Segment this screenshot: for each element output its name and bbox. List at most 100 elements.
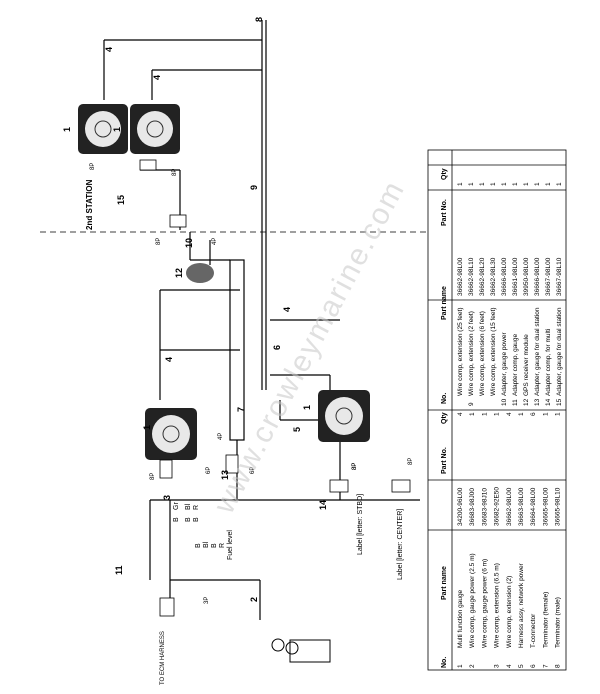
- callout-number: 1: [112, 127, 122, 132]
- table-cell-name: Wire comp, extension (6.5 m): [494, 563, 501, 648]
- connector-pin-label: 8P: [352, 463, 358, 470]
- table-cell-part: 36683-98J10: [481, 488, 488, 526]
- callout-number: 15: [116, 195, 126, 205]
- table-cell-part: 36666-98L00: [534, 257, 541, 296]
- callout-number: 2: [249, 597, 259, 602]
- callout-number: 10: [184, 238, 194, 248]
- callout-number: 13: [220, 470, 230, 480]
- table-cell-qty: 1: [469, 412, 476, 416]
- callout-number: 4: [282, 307, 292, 312]
- table-cell-no: 11: [512, 399, 519, 406]
- connector-pin-label: 4P: [218, 433, 224, 440]
- wire-color-label: B: [211, 543, 218, 548]
- callout-number: 7: [236, 407, 246, 412]
- connector-pin-label: 3P: [204, 597, 210, 604]
- table-cell-no: 1: [457, 664, 464, 668]
- table-cell-part: 36665-98L00: [542, 487, 549, 526]
- wire-color-label: B: [173, 517, 180, 522]
- gauge-main-right: [318, 390, 370, 442]
- table-cell-qty: 1: [542, 412, 549, 416]
- table-cell-no: 14: [545, 398, 552, 406]
- table-cell-name: Wire comp, extension (2): [506, 576, 513, 648]
- table-cell-name: Multi function gauge: [457, 589, 464, 648]
- table-header-part: Part No.: [441, 199, 448, 226]
- table-cell-qty: 1: [481, 412, 488, 416]
- table-cell-no: 12: [523, 398, 530, 406]
- wire-color-label: B: [185, 517, 192, 522]
- fuel-level-label: Fuel level: [227, 530, 234, 560]
- table-cell-name: Terminator (male): [555, 597, 562, 648]
- table-cell-part: 36661-98L00: [512, 257, 519, 296]
- table-cell-qty: 1: [523, 182, 530, 186]
- table-cell-name: Adapter, gauge power: [501, 332, 508, 396]
- table-header-part: Part No.: [441, 447, 448, 474]
- table-cell-name: T-connector: [530, 613, 537, 648]
- connector-pin-label: 8P: [172, 169, 178, 176]
- parts-table: [427, 149, 567, 671]
- table-cell-no: 13: [534, 398, 541, 406]
- callout-number: 5: [292, 427, 302, 432]
- table-cell-qty: 1: [468, 182, 475, 186]
- table-cell-part: 36662-98L30: [490, 257, 497, 296]
- table-cell-qty: 1: [494, 412, 501, 416]
- label-center: Label [letter: CENTER]: [397, 509, 404, 580]
- callout-number: 1: [62, 127, 72, 132]
- table-cell-part: 36666-98L00: [501, 257, 508, 296]
- callout-number: 14: [318, 500, 328, 510]
- harness-label: TO ECM HARNESS: [160, 631, 166, 685]
- table-cell-no: 10: [501, 398, 508, 406]
- table-cell-part: 36667-98L00: [545, 257, 552, 296]
- connector-pin-label: 8P: [408, 458, 414, 465]
- table-cell-part: 36662-98L00: [506, 487, 513, 526]
- table-cell-qty: 1: [518, 412, 525, 416]
- callout-number: 4: [104, 47, 114, 52]
- table-cell-qty: 1: [457, 182, 464, 186]
- table-cell-name: Wire comp, gauge power (6 m): [481, 559, 488, 648]
- table-cell-no: 9: [468, 402, 475, 406]
- gauge-main-left: [145, 408, 197, 460]
- table-cell-part: 36683-98J00: [469, 488, 476, 526]
- table-header-qty: Qty: [441, 168, 448, 180]
- connector-pin-label: 4P: [212, 238, 218, 245]
- callout-number: 1: [142, 425, 152, 430]
- table-cell-qty: 1: [555, 412, 562, 416]
- table-header-name: Part name: [441, 566, 448, 600]
- table-cell-qty: 1: [490, 182, 497, 186]
- table-cell-qty: 6: [530, 412, 537, 416]
- table-header-name: Part name: [441, 286, 448, 320]
- table-cell-qty: 1: [534, 182, 541, 186]
- callout-number: 6: [272, 345, 282, 350]
- table-cell-name: GPS receiver module: [523, 334, 530, 396]
- table-cell-qty: 4: [506, 412, 513, 416]
- connector-pin-label: 8P: [352, 463, 358, 470]
- table-header-no: No.: [441, 657, 448, 668]
- callout-number: 3: [162, 495, 172, 500]
- table-cell-part: 36662-98L20: [479, 257, 486, 296]
- gps-receiver: [186, 263, 214, 283]
- table-cell-part: 36664-98L00: [530, 487, 537, 526]
- table-cell-no: 6: [530, 664, 537, 668]
- wire-color-label: R: [219, 543, 226, 548]
- table-cell-qty: 1: [556, 182, 563, 186]
- connector-pin-label: 6P: [250, 467, 256, 474]
- callout-number: 4: [164, 357, 174, 362]
- battery: [271, 638, 331, 663]
- table-cell-name: Wire comp, extension (25 feet): [457, 307, 464, 396]
- table-header-qty: Qty: [441, 412, 448, 424]
- table-cell-no: 8: [555, 664, 562, 668]
- table-cell-part: 36663-98L00: [518, 487, 525, 526]
- table-header-no: No.: [441, 393, 448, 404]
- callout-number: 12: [174, 268, 184, 278]
- table-cell-name: Terminator (female): [542, 592, 549, 648]
- table-cell-part: 36667-98L10: [556, 257, 563, 296]
- callout-number: 11: [114, 565, 124, 575]
- callout-number: 8: [254, 17, 264, 22]
- table-cell-part: 39950-98L00: [523, 257, 530, 296]
- connector-pin-label: 8P: [150, 473, 156, 480]
- callout-number: 4: [152, 75, 162, 80]
- table-cell-part: 36662-98L10: [468, 257, 475, 296]
- connector-pin-label: 8P: [156, 238, 162, 245]
